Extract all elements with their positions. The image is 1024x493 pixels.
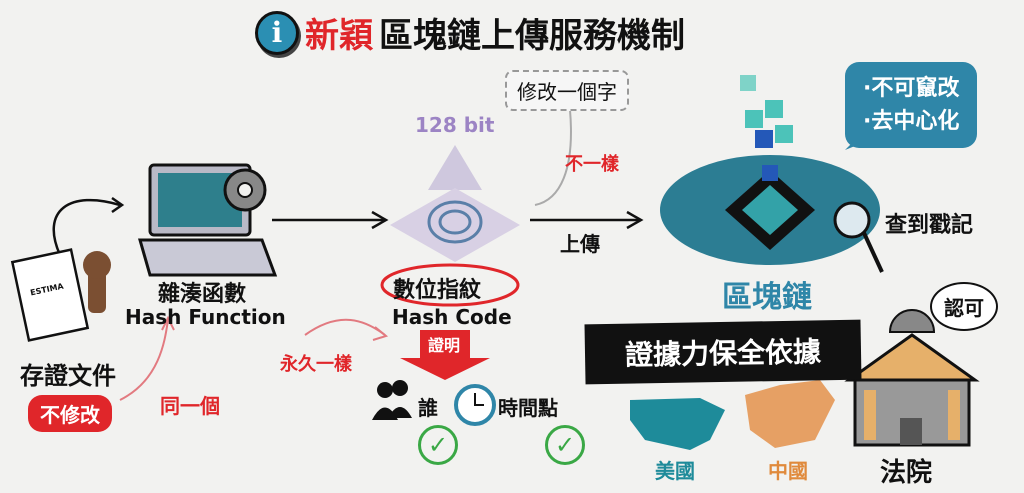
highlight-circle — [380, 263, 520, 307]
people-icon — [372, 380, 412, 420]
check-icon: ✓ — [418, 425, 458, 465]
blockchain-label: 區塊鏈 — [722, 280, 812, 315]
same-label: 同一個 — [160, 394, 220, 418]
hash-code-en: Hash Code — [392, 305, 512, 329]
blockchain-illustration — [660, 75, 880, 265]
page-title: i 新穎 區塊鏈上傳服務機制 — [255, 8, 685, 57]
no-modify-badge: 不修改 — [28, 395, 112, 432]
proof-arrow — [400, 330, 490, 380]
magnifier-icon — [833, 201, 884, 273]
laptop-icon — [138, 163, 278, 277]
evidence-banner: 證據力保全依據 — [584, 319, 862, 385]
bits-label: 128 bit — [415, 113, 495, 137]
court-label: 法院 — [880, 458, 933, 488]
info-icon: i — [255, 10, 299, 55]
usa-label: 美國 — [655, 459, 695, 483]
approve-bubble: 認可 — [930, 282, 998, 331]
time-label: 時間點 — [498, 396, 558, 420]
arrow-doc-to-laptop — [52, 198, 121, 256]
stamp-icon — [88, 268, 106, 313]
document-icon — [10, 248, 111, 342]
who-label: 誰 — [418, 396, 438, 420]
document-label: 存證文件 — [20, 362, 116, 390]
check-icon: ✓ — [545, 425, 585, 465]
fingerprint-icon — [390, 188, 520, 262]
different-label: 不一樣 — [565, 154, 619, 175]
court-building-icon — [844, 309, 980, 447]
upload-label: 上傳 — [560, 232, 600, 256]
up-arrow-icon — [428, 145, 482, 190]
hash-code-zh: 數位指紋 — [393, 278, 482, 303]
lookup-label: 查到戳記 — [885, 213, 974, 238]
edit-bubble: 修改一個字 — [505, 70, 629, 111]
blockchain-features: ·不可竄改 ·去中心化 — [845, 62, 978, 148]
hash-function-en: Hash Function — [125, 305, 286, 329]
china-label: 中國 — [768, 459, 808, 483]
hash-function-zh: 雜湊函數 — [158, 282, 247, 307]
forever-same-label: 永久一樣 — [280, 354, 352, 375]
usa-map-icon — [630, 398, 725, 450]
proof-label: 證明 — [428, 336, 461, 355]
clock-icon — [454, 384, 496, 426]
china-map-icon — [745, 380, 835, 448]
